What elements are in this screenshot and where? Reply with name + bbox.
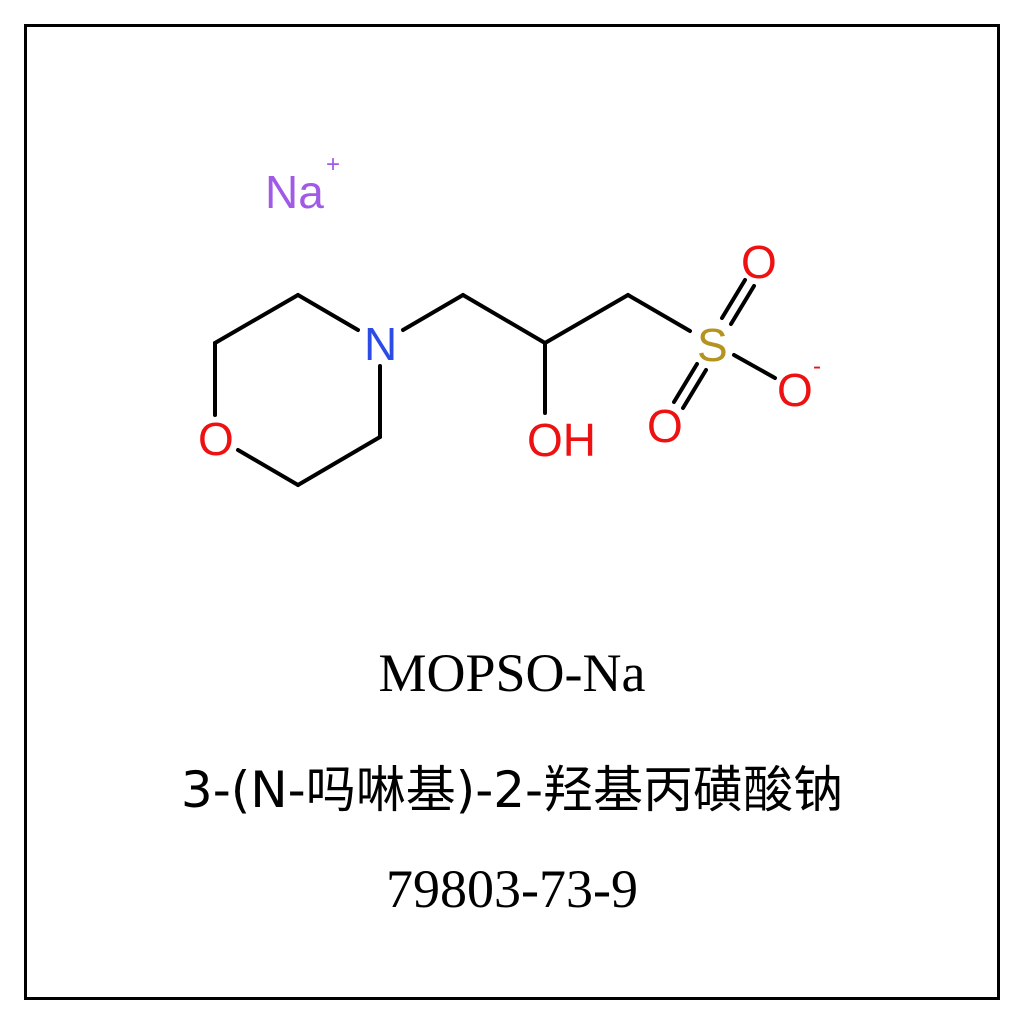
atom-oxygen-ring: O: [198, 413, 234, 465]
sodium-cation: Na: [265, 166, 324, 218]
bond-c1-c2: [461, 293, 547, 345]
cas-number: 79803-73-9: [386, 859, 638, 919]
na-symbol: Na: [265, 166, 324, 218]
bond-c3-s: [626, 293, 692, 333]
atom-oxygen-minus: O: [777, 364, 813, 416]
atom-nitrogen: N: [364, 318, 397, 370]
atom-oxygen-top: O: [741, 236, 777, 288]
compound-name-chinese: 3-(N-吗啉基)-2-羟基丙磺酸钠: [180, 761, 844, 819]
bond-ring-tl-top: [213, 293, 300, 345]
bond-bottom-o: [236, 448, 300, 487]
bond-s-o-top-a: [720, 278, 747, 320]
bond-ring-top-n: [296, 293, 360, 332]
bond-ring-br-bottom: [296, 435, 382, 487]
bond-s-o-bottom-b: [681, 368, 708, 410]
bonds: [213, 278, 777, 487]
atom-sulfur: S: [697, 319, 728, 371]
bond-n-c1: [401, 293, 465, 332]
bond-c2-c3: [543, 293, 630, 345]
atom-hydroxyl: OH: [527, 414, 596, 466]
bond-s-o-minus: [732, 353, 777, 380]
o-minus-charge: -: [813, 353, 821, 380]
compound-name-english: MOPSO-Na: [378, 643, 646, 703]
border-frame: [24, 24, 1000, 1000]
na-charge: +: [326, 151, 340, 178]
atom-oxygen-bottom: O: [647, 400, 683, 452]
bond-s-o-bottom-a: [672, 362, 699, 404]
bond-s-o-top-b: [729, 284, 756, 326]
